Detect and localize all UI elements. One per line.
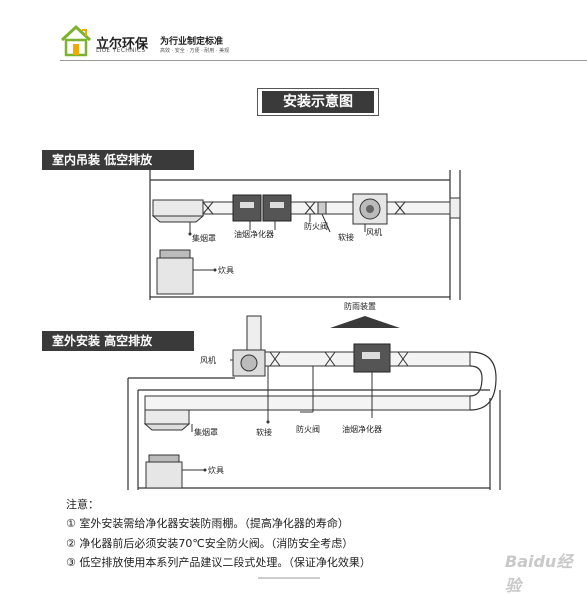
diagram-lineart [60, 24, 501, 579]
s1-label-stove: 炊具 [218, 266, 234, 275]
note-item: ③ 低空排放使用本系列产品建议二段式处理。（保证净化效果） [66, 556, 371, 569]
note-item: ② 净化器前后必须安装70℃安全防火阀。（消防安全考虑） [66, 537, 354, 550]
page-title: 安装示意图 [262, 91, 374, 113]
s1-label-purifier: 油烟净化器 [234, 230, 274, 239]
s1-label-fire-valve: 防火阀 [304, 222, 328, 231]
brand-name: 立尔环保 [96, 37, 149, 52]
s2-label-flex-joint: 软接 [256, 428, 272, 437]
section2-building [127, 316, 501, 490]
s2-label-fire-valve: 防火阀 [296, 425, 320, 434]
s2-label-rain-cover: 防雨装置 [344, 302, 376, 311]
brand-english: LIUE TECHNICS [96, 47, 146, 54]
section1-duct [151, 193, 461, 225]
section2-leaders [145, 359, 373, 489]
notes-title: 注意： [66, 498, 99, 511]
logo-house-icon [60, 24, 92, 57]
section1-label: 室内吊装 低空排放 [42, 150, 194, 170]
s2-label-purifier: 油烟净化器 [342, 425, 382, 434]
section2-label: 室外安装 高空排放 [42, 331, 194, 351]
s2-label-fan: 风机 [200, 356, 216, 365]
section2-duct [143, 315, 497, 431]
watermark: Baidu经验 [505, 552, 573, 595]
section1-building [149, 170, 461, 300]
note-item: ① 室外安装需给净化器安装防雨棚。（提高净化器的寿命） [66, 517, 349, 530]
s2-label-hood: 集烟罩 [194, 428, 218, 437]
s2-label-stove: 炊具 [208, 466, 224, 475]
s1-label-fan: 风机 [366, 228, 382, 237]
slogan: 为行业制定标准 [160, 37, 224, 47]
s1-label-hood: 集烟罩 [192, 234, 216, 243]
section1-leaders [156, 213, 366, 295]
s1-label-flex-joint: 软接 [338, 233, 354, 242]
slogan-sub: 高效 · 安全 · 方便 · 耐用 · 美观 [160, 48, 230, 54]
header-divider [60, 60, 587, 61]
